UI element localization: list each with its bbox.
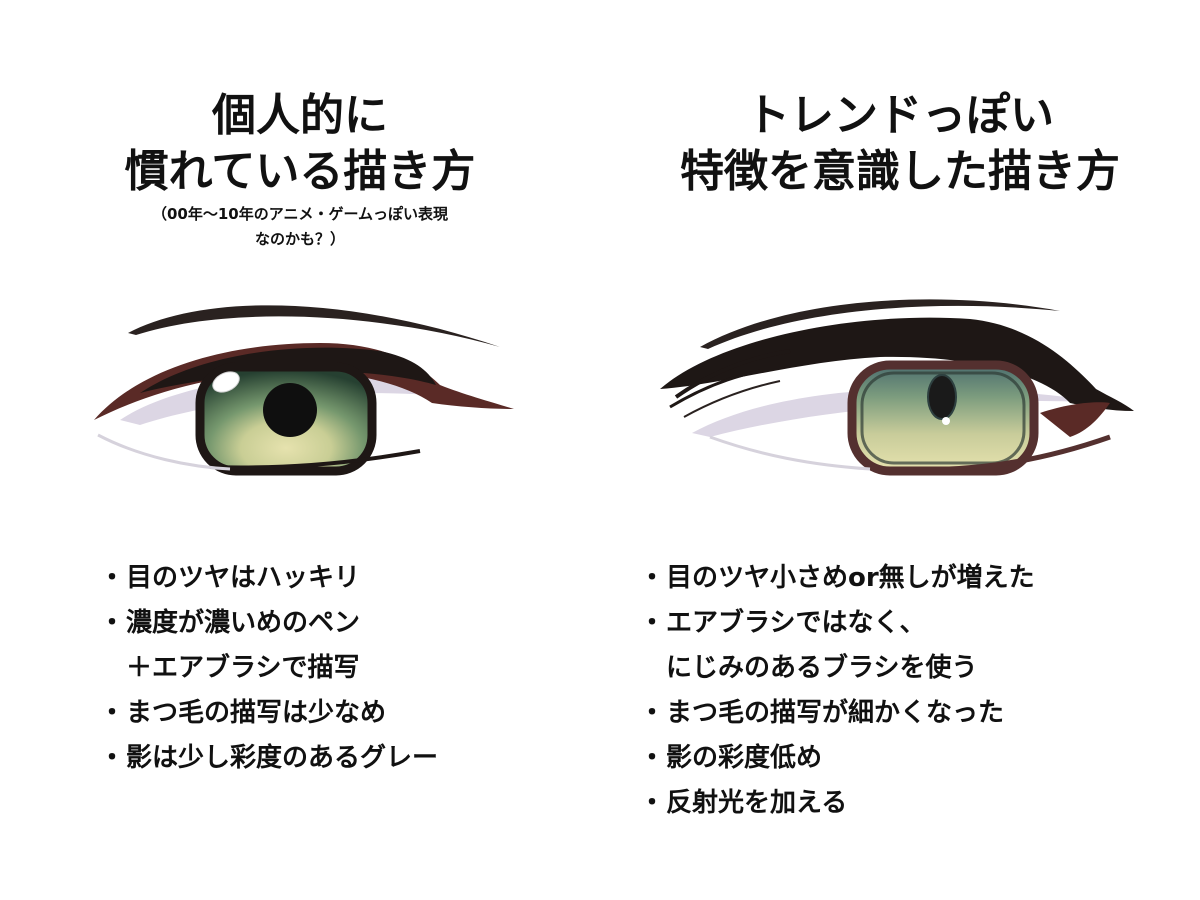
lash-strand (683, 380, 781, 418)
bullet-dot: ・ (98, 743, 125, 773)
left-bullet-list: ・ 目のツヤはハッキリ ・ 濃度が濃いめのペン ＋エアブラシで描写 ・ まつ毛の… (98, 556, 438, 781)
eyelid-crease-line (128, 305, 500, 347)
iris-inner-rim (860, 371, 1026, 465)
lash-strand (674, 349, 791, 399)
upper-lash-line (94, 343, 514, 420)
left-subtitle: （00年〜10年のアニメ・ゲームっぽい表現 なのかも？） (60, 202, 540, 252)
list-item: ・ 影の彩度低め (638, 736, 1035, 781)
lower-lid-line (879, 434, 1111, 473)
left-title-line-1: 個人的に (212, 90, 388, 141)
bullet-dot: ・ (638, 698, 665, 728)
right-bullet-list: ・ 目のツヤ小さめor無しが増えた ・ エアブラシではなく、 にじみのあるブラシ… (638, 556, 1035, 826)
eye-illustration-classic (94, 305, 514, 476)
bullet-dot: ・ (98, 563, 125, 593)
bullet-dot: ・ (638, 788, 665, 818)
list-item: ・ 影は少し彩度のあるグレー (98, 736, 438, 781)
list-item: ・ エアブラシではなく、 にじみのあるブラシを使う (638, 601, 1035, 691)
bullet-text: 反射光を加える (666, 788, 848, 818)
pupil (263, 383, 317, 437)
bullet-dot: ・ (638, 743, 665, 773)
bullet-text: 影の彩度低め (666, 743, 823, 773)
bullet-text: 目のツヤ小さめor無しが増えた (666, 563, 1035, 593)
left-title-line-2: 慣れている描き方 (124, 146, 476, 197)
lower-lid-soft (709, 435, 871, 471)
highlight (942, 417, 950, 425)
lower-lid-line (209, 449, 421, 470)
bullet-text: まつ毛の描写が細かくなった (666, 698, 1005, 728)
list-item: ・ 目のツヤはハッキリ (98, 556, 438, 601)
bullet-text: 目のツヤはハッキリ (126, 563, 361, 593)
left-subtitle-line-2: なのかも？） (254, 230, 345, 248)
list-item: ・ 濃度が濃いめのペン ＋エアブラシで描写 (98, 601, 438, 691)
bullet-text: 影は少し彩度のあるグレー (126, 743, 439, 773)
right-title-line-1: トレンドっぽい (746, 90, 1054, 141)
bullet-dot: ・ (98, 608, 125, 638)
list-item: ・ まつ毛の描写は少なめ (98, 691, 438, 736)
lower-lid-soft (97, 433, 231, 471)
pupil (927, 374, 957, 420)
bullet-text: まつ毛の描写は少なめ (126, 698, 387, 728)
right-title-line-2: 特徴を意識した描き方 (680, 146, 1120, 197)
bullet-text-continued: にじみのあるブラシを使う (666, 653, 978, 683)
left-title: 個人的に 慣れている描き方 (0, 88, 600, 200)
highlight (212, 371, 240, 393)
right-column: トレンドっぽい 特徴を意識した描き方 (600, 0, 1200, 900)
bullet-text-continued: ＋エアブラシで描写 (126, 653, 360, 683)
bullet-dot: ・ (98, 698, 125, 728)
right-title: トレンドっぽい 特徴を意識した描き方 (600, 88, 1200, 200)
bullet-dot: ・ (638, 563, 665, 593)
eye-illustration-trendy (660, 299, 1134, 476)
lash-strand (669, 369, 761, 409)
outer-corner-brown (1040, 402, 1110, 437)
list-item: ・ まつ毛の描写が細かくなった (638, 691, 1035, 736)
list-item: ・ 目のツヤ小さめor無しが増えた (638, 556, 1035, 601)
upper-lash-line (660, 317, 1134, 411)
left-column: 個人的に 慣れている描き方 （00年〜10年のアニメ・ゲームっぽい表現 なのかも… (0, 88, 600, 781)
bullet-text: 濃度が濃いめのペン (126, 608, 361, 638)
eyelid-crease-line (700, 299, 1060, 349)
list-item: ・ 反射光を加える (638, 781, 1035, 826)
bullet-dot: ・ (638, 608, 665, 638)
left-subtitle-line-1: （00年〜10年のアニメ・ゲームっぽい表現 (152, 205, 448, 223)
bullet-text: エアブラシではなく、 (666, 608, 926, 638)
